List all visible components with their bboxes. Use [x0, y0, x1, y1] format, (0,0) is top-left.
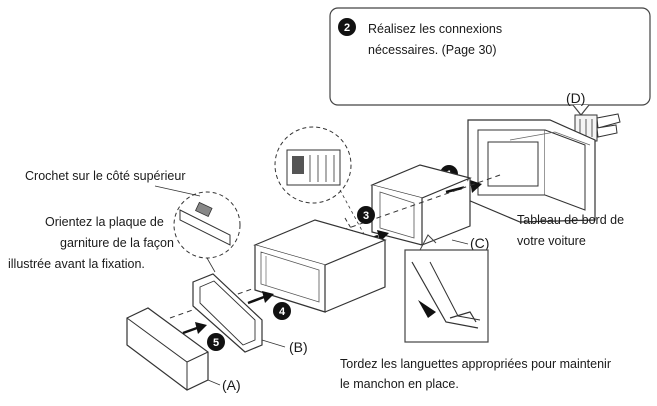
- sleeve-detail-zoom: [274, 126, 366, 237]
- connections-callout: 2 Réalisez les connexions nécessaires. (…: [329, 7, 651, 116]
- trim-plate: (B): [192, 273, 308, 355]
- bend-label-line-1: Tordez les languettes appropriées pour m…: [340, 357, 611, 371]
- orient-label-line-3: illustrée avant la fixation.: [8, 257, 145, 271]
- step-2-badge: [338, 18, 356, 36]
- callout-box: [329, 7, 651, 106]
- step-2-number: 2: [344, 22, 350, 34]
- part-c-label: (C): [470, 235, 489, 251]
- part-b-label: (B): [289, 339, 308, 355]
- step-3-badge: [357, 206, 375, 224]
- bend-label-line-2: le manchon en place.: [340, 377, 459, 391]
- car-dashboard: Tableau de bord de votre voiture: [467, 119, 624, 248]
- wiring-harness-connector: (D): [547, 90, 621, 153]
- orient-label-line-2: garniture de la façon: [60, 236, 174, 250]
- head-unit: [253, 219, 387, 313]
- callout-pointer: [572, 104, 590, 116]
- step-5-number: 5: [213, 337, 219, 349]
- callout-line-2: nécessaires. (Page 30): [368, 43, 497, 57]
- dashboard-label-line-2: votre voiture: [517, 234, 586, 248]
- part-a-label: (A): [222, 377, 241, 393]
- dashboard-label-line-1: Tableau de bord de: [517, 213, 624, 227]
- hook-detail-zoom: [173, 191, 241, 273]
- inset-frame: [404, 249, 489, 343]
- callout-line-1: Réalisez les connexions: [368, 22, 502, 36]
- step-4-number: 4: [279, 306, 286, 318]
- orient-label-line-1: Orientez la plaque de: [45, 215, 164, 229]
- hook-label: Crochet sur le côté supérieur: [25, 169, 186, 183]
- step-5-indicator: 5: [182, 322, 225, 351]
- part-d-label: (D): [566, 90, 585, 106]
- tab-bending-inset: [404, 234, 489, 343]
- step-5-badge: [207, 333, 225, 351]
- step-3-number: 3: [363, 210, 369, 222]
- faceplate: (A): [126, 307, 241, 393]
- step-4-indicator: 4: [247, 291, 291, 320]
- step-4-badge: [273, 302, 291, 320]
- mounting-sleeve: (C): [370, 164, 489, 251]
